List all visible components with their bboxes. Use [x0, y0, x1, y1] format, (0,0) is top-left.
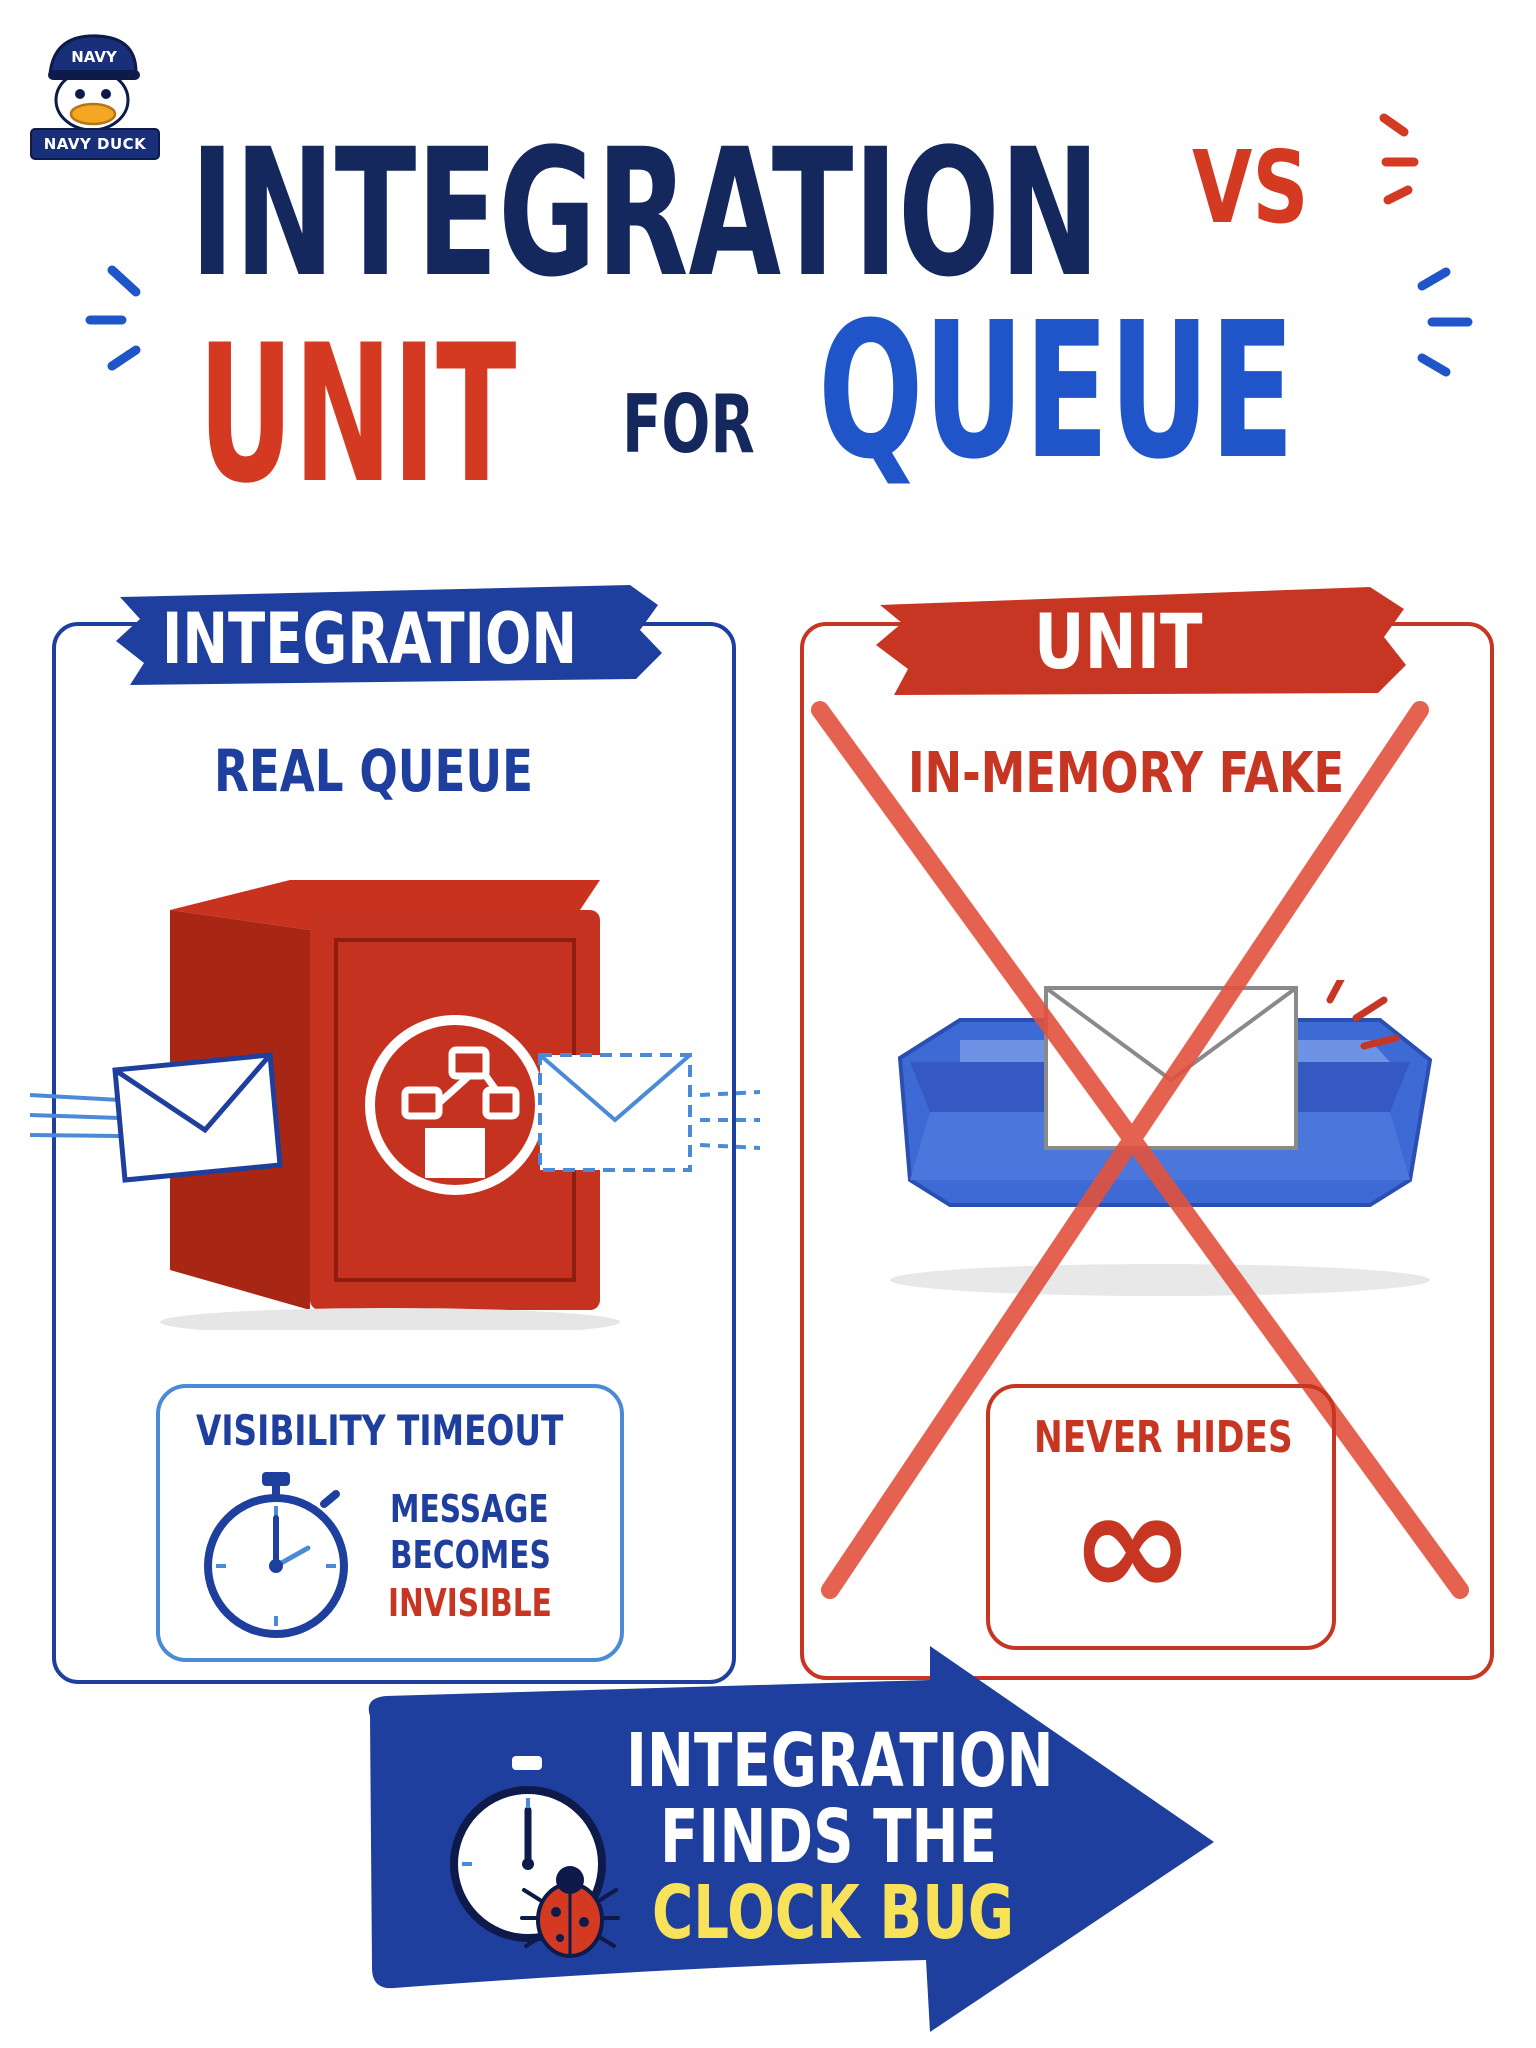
title-word-queue: QUEUE	[818, 282, 1295, 501]
never-hides-box	[986, 1384, 1336, 1650]
unit-heading-text: UNIT	[1034, 597, 1203, 686]
info-line-invisible: INVISIBLE	[388, 1584, 598, 1622]
logo-label: NAVY DUCK	[30, 128, 160, 160]
never-hides-title: NEVER HIDES	[1034, 1416, 1366, 1460]
unit-subheading-text: IN-MEMORY FAKE	[908, 741, 1345, 806]
cross-out-mark	[811, 701, 1469, 1599]
title-word-integration: INTEGRATION	[190, 111, 1100, 316]
info-line-becomes-text: BECOMES	[390, 1533, 551, 1577]
integration-heading: INTEGRATION	[162, 604, 694, 674]
conclusion-line1-text: INTEGRATION	[626, 1718, 1054, 1804]
envelope-outgoing	[538, 1053, 760, 1172]
info-line-message: MESSAGE	[390, 1490, 593, 1528]
title-accent-marks	[85, 113, 1473, 377]
clock-bug-icon	[450, 1756, 620, 1958]
title-unit: UNIT	[198, 320, 712, 510]
unit-heading: UNIT	[1034, 604, 1239, 680]
conclusion-line1: INTEGRATION	[626, 1724, 1189, 1798]
envelope-incoming	[29, 1052, 283, 1183]
conclusion-line3-text: CLOCK BUG	[652, 1870, 1015, 1956]
integration-subheading-text: REAL QUEUE	[214, 737, 534, 805]
never-hides-title-text: NEVER HIDES	[1034, 1412, 1293, 1463]
title-vs: VS	[1192, 138, 1341, 238]
title-word-vs: VS	[1192, 129, 1309, 246]
info-line-invisible-text: INVISIBLE	[388, 1581, 552, 1625]
bug-icon	[520, 1866, 620, 1958]
conclusion-line2-text: FINDS THE	[660, 1794, 998, 1880]
visibility-timeout-title: VISIBILITY TIMEOUT	[196, 1410, 667, 1452]
duck-icon: NAVY	[48, 34, 140, 132]
title-word-for: FOR	[622, 378, 755, 471]
integration-subheading: REAL QUEUE	[214, 742, 623, 800]
visibility-timeout-title-text: VISIBILITY TIMEOUT	[196, 1406, 564, 1455]
unit-banner	[876, 587, 1406, 695]
title-integration: INTEGRATION	[190, 126, 1528, 302]
stopwatch-icon	[204, 1472, 348, 1638]
info-line-becomes: BECOMES	[390, 1536, 596, 1574]
integration-heading-text: INTEGRATION	[162, 598, 578, 680]
conclusion-line2: FINDS THE	[660, 1800, 1103, 1874]
title-queue: QUEUE	[818, 298, 1536, 486]
title-word-unit: UNIT	[198, 304, 517, 525]
integration-banner	[116, 585, 662, 685]
visibility-timeout-box	[156, 1384, 624, 1662]
info-line-message-text: MESSAGE	[390, 1487, 549, 1531]
queue-box-icon	[29, 880, 760, 1330]
navy-duck-logo: NAVY NAVY DUCK	[28, 26, 160, 176]
infinity-icon: ∞	[1070, 1458, 1195, 1632]
logo-cap-text: NAVY	[71, 48, 118, 66]
title-for: FOR	[622, 385, 806, 465]
unit-subheading: IN-MEMORY FAKE	[908, 746, 1453, 802]
conclusion-line3: CLOCK BUG	[652, 1876, 1128, 1950]
